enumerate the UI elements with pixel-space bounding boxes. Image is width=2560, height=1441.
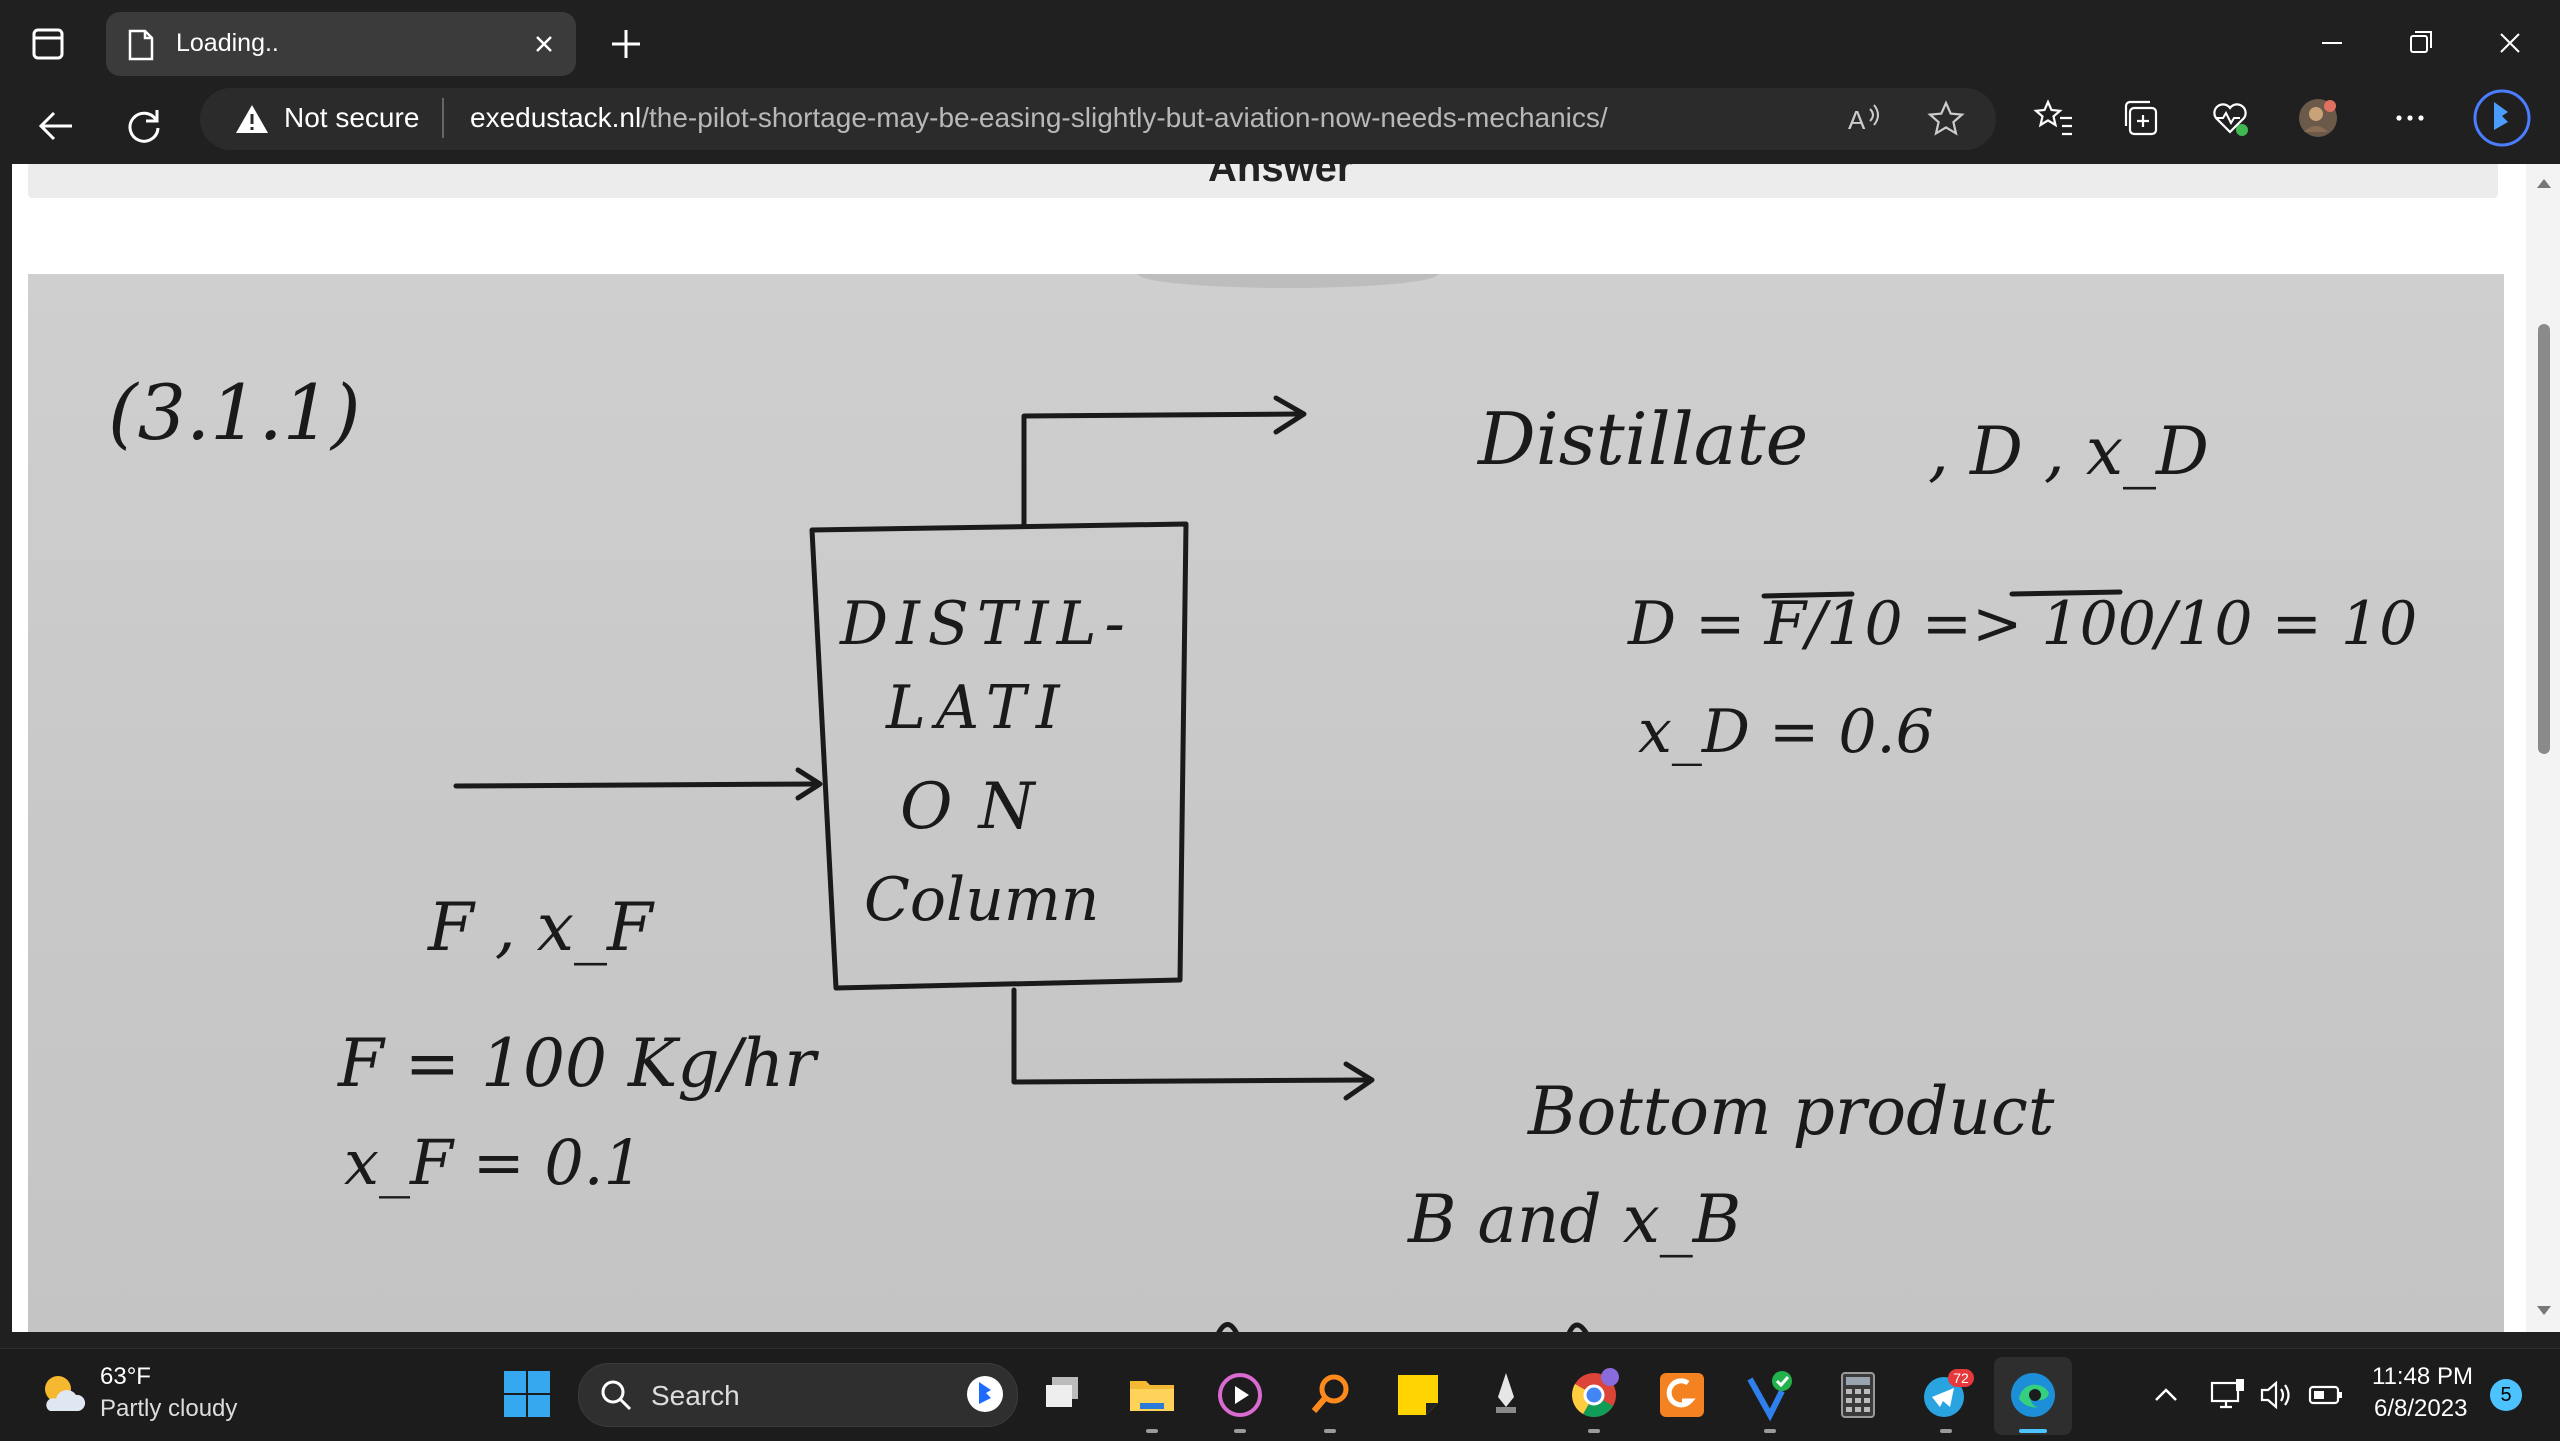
warning-icon[interactable] [234, 102, 270, 141]
back-arrow-icon[interactable] [30, 100, 82, 152]
address-bar[interactable]: Not secure exedustack.nl/the-pilot-short… [200, 88, 1996, 150]
running-indicator [1588, 1429, 1600, 1433]
browser-essentials-icon[interactable] [2208, 96, 2252, 140]
column-label-1: DISTIL- [839, 589, 1133, 659]
sticky-notes-icon[interactable] [1390, 1367, 1446, 1423]
bing-chat-icon[interactable] [2472, 88, 2532, 148]
bottom-vars: B and x_B [1407, 1181, 1741, 1258]
star-icon[interactable] [1926, 99, 1966, 139]
address-divider [442, 98, 444, 138]
clock-time[interactable]: 11:48 PM [2372, 1363, 2473, 1390]
distillation-sketch: (3.1.1) DISTIL- LATI ON Column Distillat… [108, 260, 2417, 1332]
url-text[interactable]: exedustack.nl/the-pilot-shortage-may-be-… [470, 102, 1608, 134]
bottom-label: Bottom product [1527, 1073, 2055, 1150]
taskbar-search[interactable]: Search [578, 1363, 1018, 1427]
running-indicator [1234, 1429, 1246, 1433]
equation-xd: x_D = 0.6 [1638, 697, 1934, 767]
windows-start-icon[interactable] [502, 1369, 552, 1424]
url-host: exedustack.nl [470, 102, 642, 133]
running-indicator [1940, 1429, 1952, 1433]
handwritten-solution-image: (3.1.1) DISTIL- LATI ON Column Distillat… [28, 260, 2504, 1332]
feed-rate: F = 100 Kg/hr [337, 1025, 819, 1102]
search-icon [599, 1378, 633, 1417]
scroll-down-icon[interactable] [2535, 1304, 2553, 1318]
minimize-button[interactable] [2302, 18, 2362, 68]
running-indicator [1764, 1429, 1776, 1433]
tab-strip: Loading.. [0, 0, 2560, 86]
tab-actions-icon[interactable] [22, 24, 74, 64]
page-viewport[interactable]: Answer [12, 164, 2526, 1332]
column-box [809, 521, 1189, 991]
telegram-badge: 72 [1953, 1370, 1969, 1386]
column-label-3: ON [900, 770, 1060, 844]
battery-icon[interactable] [2306, 1375, 2346, 1415]
search-app-icon[interactable] [1302, 1367, 1358, 1433]
notification-badge[interactable]: 5 [2490, 1379, 2522, 1411]
edge-icon[interactable] [2005, 1367, 2061, 1433]
distillate-vars: , D , x_D [1928, 413, 2209, 490]
tab-title: Loading.. [176, 29, 279, 57]
collections-icon[interactable] [2120, 96, 2164, 140]
feed-vars: F , x_F [427, 889, 655, 966]
task-view-icon[interactable] [1036, 1367, 1092, 1423]
bing-icon[interactable] [965, 1374, 1005, 1419]
app-icon-check[interactable] [1742, 1367, 1798, 1433]
app-icon-rocket[interactable] [1478, 1367, 1534, 1423]
weather-temperature[interactable]: 63°F [100, 1363, 151, 1390]
search-placeholder: Search [651, 1380, 740, 1411]
security-label[interactable]: Not secure [284, 102, 420, 133]
feed-line [453, 781, 821, 789]
equation-d: D = F/10 => 100/10 = 10 [1627, 589, 2417, 659]
calculator-icon[interactable] [1830, 1367, 1886, 1423]
favorites-icon[interactable] [2032, 96, 2076, 140]
running-indicator [2019, 1429, 2047, 1433]
distillate-line [1021, 411, 1301, 529]
file-explorer-icon[interactable] [1124, 1367, 1180, 1433]
profile-avatar-icon[interactable] [2296, 96, 2340, 140]
refresh-icon[interactable] [118, 100, 170, 152]
browser-tab[interactable]: Loading.. [106, 12, 576, 76]
chrome-icon[interactable] [1566, 1367, 1622, 1433]
url-path: /the-pilot-shortage-may-be-easing-slight… [641, 102, 1608, 133]
column-label-2: LATI [885, 673, 1070, 743]
answer-heading-strip: Answer [28, 164, 2498, 198]
close-tab-icon[interactable] [528, 28, 560, 60]
answer-heading: Answer [1208, 164, 1353, 190]
windows-taskbar: 63°F Partly cloudy Search [0, 1348, 2560, 1441]
pdf-app-icon[interactable] [1654, 1367, 1710, 1423]
telegram-icon[interactable]: 72 [1918, 1367, 1974, 1433]
distillate-label: Distillate [1476, 397, 1808, 481]
network-icon[interactable] [2208, 1375, 2248, 1415]
more-icon[interactable] [2388, 96, 2432, 140]
volume-icon[interactable] [2256, 1375, 2296, 1415]
clock-date[interactable]: 6/8/2023 [2374, 1395, 2468, 1422]
chevron-up-icon[interactable] [2146, 1375, 2186, 1415]
close-window-button[interactable] [2480, 18, 2540, 68]
column-label-4: Column [864, 865, 1099, 935]
feed-composition: x_F = 0.1 [344, 1126, 643, 1199]
weather-description[interactable]: Partly cloudy [100, 1395, 238, 1422]
running-indicator [1324, 1429, 1336, 1433]
media-player-icon[interactable] [1212, 1367, 1268, 1433]
bottom-line [1011, 987, 1371, 1085]
weather-partly-cloudy-icon[interactable] [38, 1369, 88, 1424]
problem-number: (3.1.1) [108, 368, 361, 457]
new-tab-button[interactable] [604, 22, 648, 66]
scroll-up-icon[interactable] [2535, 176, 2553, 190]
running-indicator [1146, 1429, 1158, 1433]
page-icon [126, 29, 156, 66]
page-scrollbar[interactable] [2526, 164, 2560, 1332]
svg-text:A: A [1848, 105, 1866, 135]
restore-button[interactable] [2390, 18, 2450, 68]
read-aloud-icon[interactable]: A [1844, 99, 1884, 139]
scrollbar-thumb[interactable] [2538, 324, 2550, 754]
